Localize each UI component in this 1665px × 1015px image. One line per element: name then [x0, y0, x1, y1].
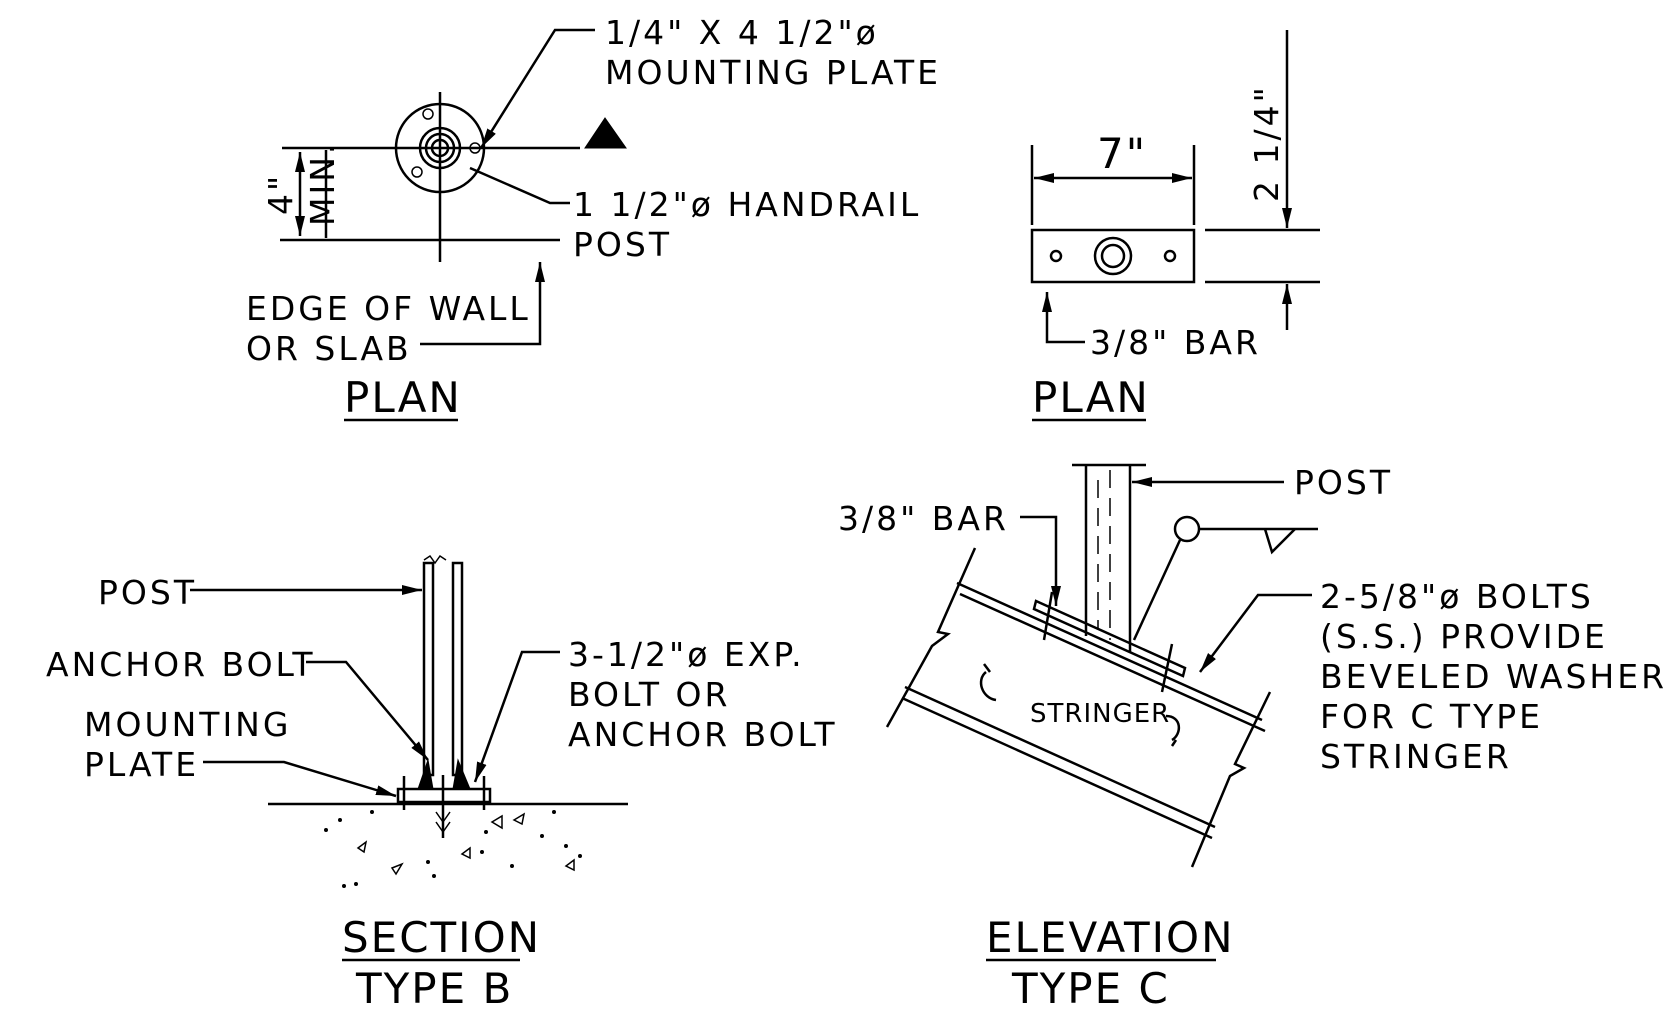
aggregate-dot	[540, 834, 544, 838]
dim-4-label: 4"	[261, 173, 300, 215]
edge-leader	[420, 262, 545, 346]
aggregate-mark	[390, 862, 404, 876]
post-break-mark	[423, 554, 447, 565]
aggregate-dot	[578, 854, 582, 858]
section-type-b-view: POST ANCHOR BOLT MOUNTING PLATE 3-1/2"ø …	[46, 554, 838, 1013]
bar-leader-elev	[1020, 515, 1061, 606]
bolt-hole-1	[422, 108, 434, 120]
aggregate-dot	[510, 864, 514, 868]
aggregate-mark	[460, 846, 471, 860]
plan-title-right: PLAN	[1032, 373, 1150, 422]
bar-label: 3/8" BAR	[1090, 323, 1261, 362]
plate-label-line1: 1/4" X 4 1/2"ø	[605, 13, 879, 52]
aggregate-dot	[484, 830, 488, 834]
stringer-label: STRINGER	[1030, 699, 1170, 729]
stringer-top-flange	[959, 592, 1266, 733]
bolt-label-line2: BOLT OR	[568, 675, 730, 714]
bar-on-stringer	[1032, 599, 1187, 678]
elevation-title-line2: TYPE C	[1011, 964, 1170, 1013]
plate-label-line2: MOUNTING PLATE	[605, 53, 941, 92]
bolt-label-line3: ANCHOR BOLT	[568, 715, 838, 754]
aggregate-dot	[426, 860, 430, 864]
anchor-label: ANCHOR BOLT	[46, 645, 316, 684]
plan-title-left: PLAN	[344, 373, 462, 422]
plate-label-line2-section: PLATE	[84, 745, 199, 784]
plate-leader	[479, 28, 595, 149]
aggregate-dot	[354, 882, 358, 886]
post-label-section: POST	[98, 573, 197, 612]
weld-fillet-symbol	[1263, 528, 1296, 555]
bolts-label-line5: STRINGER	[1320, 737, 1512, 776]
anchor-bolt-tip	[435, 811, 451, 824]
stringer-centerline-mark-right	[1165, 714, 1180, 747]
stringer-bottom-flange	[904, 685, 1216, 829]
dim-7-label: 7"	[1097, 129, 1147, 178]
bolt-mark-left	[1042, 591, 1054, 641]
bolt-leader-section	[473, 650, 560, 783]
bolt-label-line1: 3-1/2"ø EXP.	[568, 635, 805, 674]
stringer-bottom-edge	[901, 696, 1213, 840]
stringer-centerline-mark-left	[979, 663, 997, 702]
aggregate-dot	[338, 818, 342, 822]
aggregate-mark	[356, 840, 368, 854]
aggregate-dot	[552, 810, 556, 814]
stringer-break-left	[885, 547, 977, 728]
edge-label-line2: OR SLAB	[246, 329, 412, 368]
aggregate-dot	[480, 850, 484, 854]
bolts-label-line2: (S.S.) PROVIDE	[1320, 617, 1608, 656]
weld-left	[417, 759, 434, 790]
dim-min-label: MIN.	[303, 141, 342, 226]
bar-rectangle	[1030, 228, 1196, 284]
section-title-line1: SECTION	[342, 913, 541, 962]
edge-label-line1: EDGE OF WALL	[246, 289, 531, 328]
bolts-label-line3: BEVELED WASHER	[1320, 657, 1665, 696]
stringer-top-edge	[956, 581, 1263, 722]
bolts-label-line4: FOR C TYPE	[1320, 697, 1543, 736]
section-marker-triangle	[584, 117, 627, 149]
post-label-line1: 1 1/2"ø HANDRAIL	[573, 185, 921, 224]
elevation-type-c-view: STRINGER POST 3/8" BAR 2-5/8"ø BOLTS (S.…	[838, 463, 1665, 1013]
bar-post-outer	[1093, 236, 1133, 276]
bolt-mark-right	[1160, 643, 1174, 693]
concrete-hatch	[324, 810, 582, 888]
plan-round-plate-view: 4" MIN. 1/4" X 4 1/2"ø MOUNTING PLATE 1 …	[246, 13, 941, 422]
aggregate-dot	[324, 828, 328, 832]
post-label-line2: POST	[573, 225, 672, 264]
post-leader	[469, 166, 570, 205]
post-label-elev: POST	[1294, 463, 1393, 502]
aggregate-mark	[512, 812, 526, 826]
plate-leader-section	[203, 760, 397, 798]
plan-bar-view: 7" 2 1/4" 3/8" BAR PLAN	[1030, 30, 1320, 422]
aggregate-mark	[564, 858, 575, 872]
plate-label-line1-section: MOUNTING	[84, 705, 291, 744]
weld-symbol-circle	[1173, 515, 1201, 543]
aggregate-dot	[564, 844, 568, 848]
bar-hole-left	[1049, 249, 1063, 263]
bar-label-elev: 3/8" BAR	[838, 499, 1009, 538]
anchor-bolt-tip-2	[435, 821, 451, 834]
aggregate-dot	[370, 810, 374, 814]
bar-hole-right	[1163, 249, 1177, 263]
stringer-break-right	[1190, 691, 1272, 868]
aggregate-mark	[490, 814, 503, 830]
bolts-leader	[1199, 593, 1312, 673]
post-wall-right	[451, 561, 464, 777]
section-title-line2: TYPE B	[355, 964, 513, 1013]
aggregate-dot	[432, 874, 436, 878]
bar-post-inner	[1100, 243, 1126, 269]
anchor-leader	[306, 660, 429, 761]
bolts-label-line1: 2-5/8"ø BOLTS	[1320, 577, 1594, 616]
dim-2-1-4-label: 2 1/4"	[1247, 84, 1286, 202]
post-wall-left	[422, 561, 435, 777]
bar-leader	[1042, 292, 1085, 344]
weld-arrow-line	[1132, 539, 1182, 641]
bolt-hole-3	[411, 166, 423, 178]
aggregate-dot	[342, 884, 346, 888]
elevation-title-line1: ELEVATION	[986, 913, 1235, 962]
weld-right	[452, 758, 471, 790]
